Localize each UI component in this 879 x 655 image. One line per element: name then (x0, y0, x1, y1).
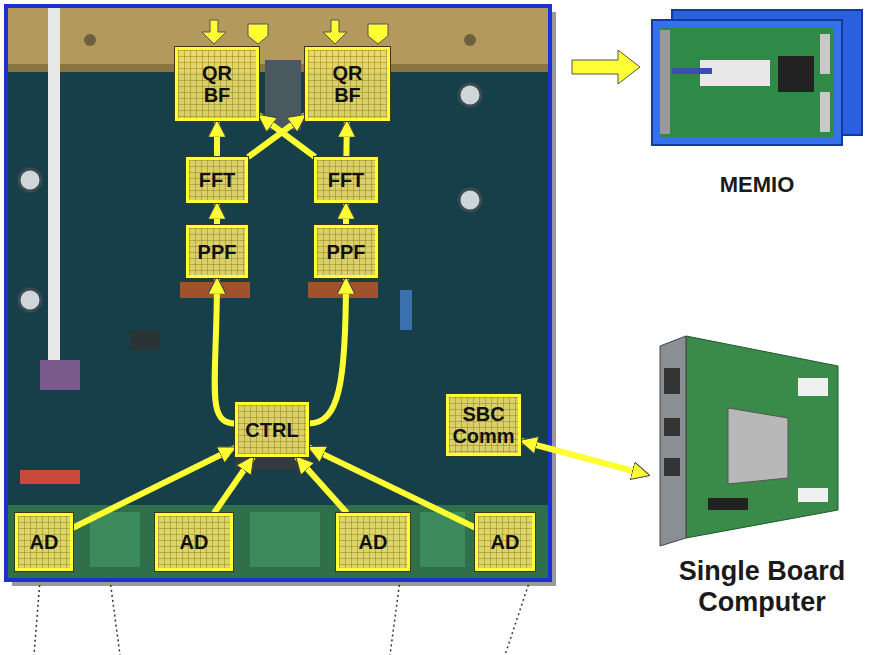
flow-arrow (521, 441, 648, 475)
box-label: SBC Comm (452, 403, 514, 447)
sbc-port (664, 368, 680, 394)
process-box: AD (475, 513, 535, 571)
sbc-front-panel (660, 336, 686, 546)
flow-arrow (343, 121, 350, 157)
connector (235, 456, 309, 470)
io-arrow (368, 24, 388, 44)
memio-card-picture (640, 8, 874, 148)
board-ground (6, 6, 550, 580)
ribbon-cable (40, 360, 80, 390)
chip-socket (265, 60, 301, 130)
status-display (20, 470, 80, 484)
hardware-card: MEMIO (640, 8, 874, 208)
sbc-port (664, 418, 680, 436)
hardware-card: Single Board Computer (648, 328, 876, 646)
screw (464, 34, 476, 46)
process-box: FFT (186, 157, 248, 203)
card-label-text: Single Board Computer (648, 556, 876, 618)
process-box: SBC Comm (446, 394, 521, 456)
knob (19, 169, 41, 191)
component (130, 330, 160, 350)
box-label: AD (491, 531, 520, 553)
box-label: QR BF (333, 62, 363, 106)
flow-arrow (309, 278, 346, 424)
sbc-pcb (686, 336, 838, 538)
channel-board (420, 512, 465, 567)
box-label: AD (30, 531, 59, 553)
process-box: PPF (314, 225, 378, 278)
io-arrow (248, 24, 268, 44)
process-box: AD (155, 513, 233, 571)
box-label: AD (359, 531, 388, 553)
box-label: CTRL (245, 419, 298, 441)
sbc-port (664, 458, 680, 476)
process-box: PPF (186, 225, 248, 278)
flow-arrow (297, 457, 347, 513)
leader-line (390, 580, 400, 655)
card-panel (660, 30, 670, 134)
heat-sink (180, 282, 250, 298)
io-arrow (202, 20, 226, 44)
knob (19, 289, 41, 311)
flow-arrow (343, 203, 349, 225)
card-label-text: MEMIO (640, 172, 874, 198)
wire-bundle (48, 8, 60, 368)
io-arrow (323, 20, 347, 44)
flow-arrow (248, 115, 305, 157)
channel-board (90, 512, 140, 567)
process-box: CTRL (235, 402, 309, 457)
sbc-card-picture (648, 328, 876, 548)
box-label: FFT (199, 169, 236, 191)
card-frame (652, 20, 842, 145)
card-connector (820, 92, 830, 132)
flow-arrow (214, 203, 220, 225)
process-box: QR BF (305, 47, 390, 121)
sbc-connector (798, 488, 828, 502)
card-chip (778, 56, 814, 92)
process-box: AD (336, 513, 410, 571)
output-arrow (572, 50, 640, 84)
sbc-chip (728, 408, 788, 484)
card-ribbon (672, 68, 712, 74)
knob (459, 84, 481, 106)
box-label: PPF (327, 241, 366, 263)
process-box: FFT (314, 157, 378, 203)
knob (459, 189, 481, 211)
component (400, 290, 412, 330)
flow-arrow (214, 121, 220, 157)
leader-line (34, 580, 40, 655)
card-connector (820, 34, 830, 74)
process-box: AD (15, 513, 73, 571)
leader-line (505, 580, 530, 655)
box-label: PPF (198, 241, 237, 263)
sbc-connector (798, 378, 828, 396)
screw (84, 34, 96, 46)
channel-boards (8, 505, 548, 578)
process-box: QR BF (175, 47, 259, 121)
card-pcb (660, 28, 834, 137)
flow-arrow (214, 457, 253, 513)
leader-line (110, 580, 120, 655)
channel-board (250, 512, 320, 567)
flow-arrow (215, 278, 235, 424)
flow-arrow (259, 115, 315, 157)
sbc-chip (708, 498, 748, 510)
heat-sink (308, 282, 378, 298)
box-label: AD (180, 531, 209, 553)
box-label: QR BF (202, 62, 232, 106)
box-label: FFT (328, 169, 365, 191)
